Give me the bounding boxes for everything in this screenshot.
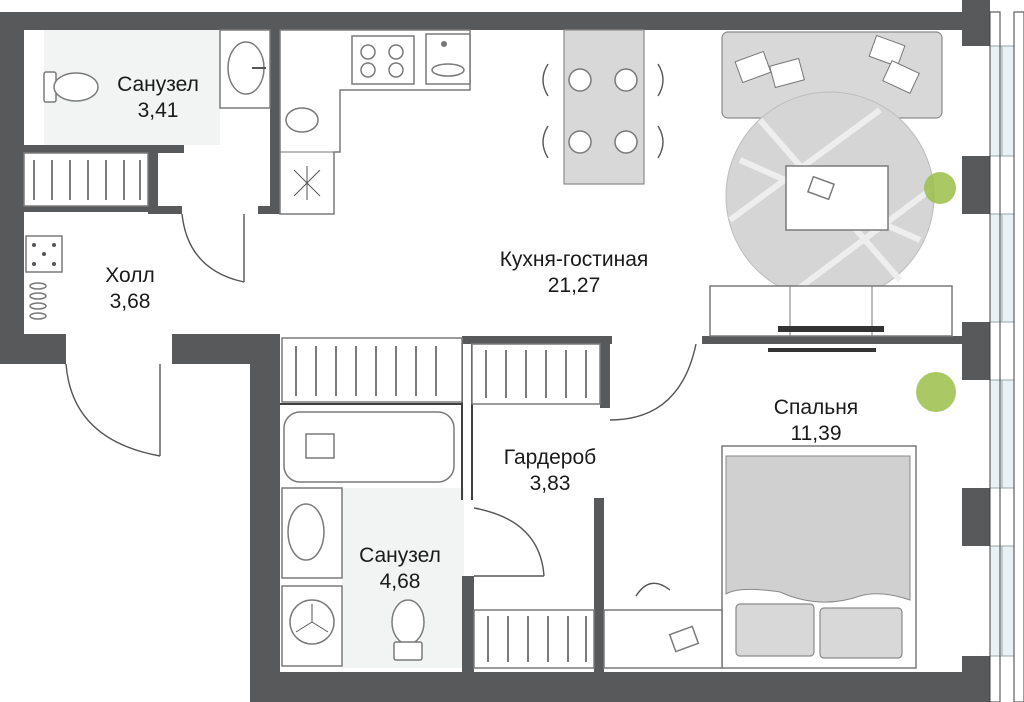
windows [989, 11, 1024, 702]
room-label-wardrobe: Гардероб 3,83 [504, 446, 596, 495]
room-area: 3,83 [530, 472, 571, 495]
sofa [721, 31, 943, 119]
sink-2-icon [281, 487, 343, 579]
room-area: 11,39 [791, 422, 842, 445]
shoe-rack [25, 235, 63, 320]
doors [65, 213, 697, 577]
room-name: Санузел [359, 544, 441, 567]
dining-table [542, 29, 664, 185]
room-label-bedroom: Спальня 11,39 [774, 396, 858, 445]
dishes-icon [425, 33, 471, 85]
wardrobe-top-hangers [281, 337, 601, 405]
hall-wardrobe [23, 152, 149, 207]
outer-walls [0, 0, 990, 702]
laptop-icon [806, 175, 836, 201]
fridge-icon [293, 166, 321, 200]
tv-icon [768, 326, 884, 352]
room-area: 3,41 [138, 99, 179, 122]
coffee-table [785, 165, 889, 231]
wardrobe-bottom-hangers [473, 609, 595, 669]
kitchen-sink-icon [285, 107, 319, 133]
room-label-bathroom-2: Санузел 4,68 [359, 544, 441, 593]
room-label-bathroom-1: Санузел 3,41 [117, 73, 199, 122]
bathtub-icon [283, 411, 455, 483]
room-name: Кухня-гостиная [500, 248, 649, 271]
room-area: 21,27 [548, 274, 601, 297]
stove-icon [351, 35, 415, 85]
room-name: Санузел [117, 73, 199, 96]
room-label-hall: Холл 3,68 [105, 264, 155, 313]
desk [603, 582, 723, 669]
toilet-2-icon [391, 599, 425, 661]
room-name: Гардероб [504, 446, 596, 469]
bed [721, 445, 917, 669]
room-name: Холл [105, 264, 155, 287]
room-area: 4,68 [380, 570, 421, 593]
plant-icon [916, 172, 956, 412]
room-name: Спальня [774, 396, 858, 419]
toilet-icon [43, 71, 99, 103]
washing-machine-icon [281, 585, 343, 667]
sink-icon [219, 29, 271, 109]
room-label-kitchen-living: Кухня-гостиная 21,27 [500, 248, 649, 297]
room-area: 3,68 [110, 290, 151, 313]
